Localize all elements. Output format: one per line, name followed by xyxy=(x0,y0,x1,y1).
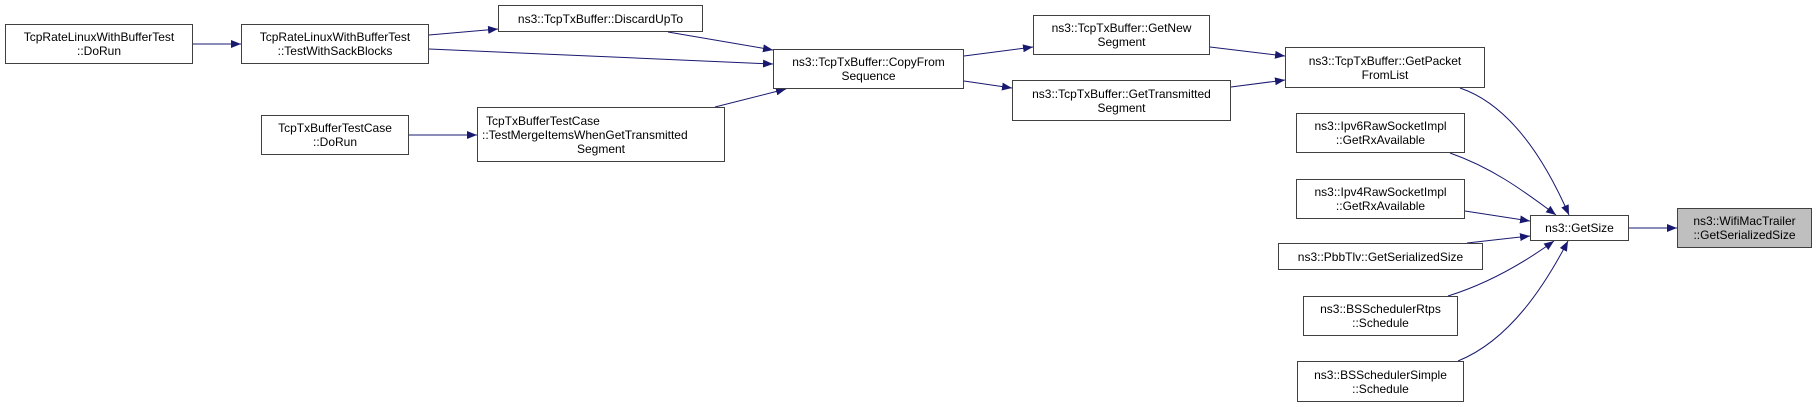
edge-merge-to-copyfrom xyxy=(714,87,787,108)
node-label: ::Schedule xyxy=(1352,316,1409,330)
node-label: ns3::PbbTlv::GetSerializedSize xyxy=(1297,249,1464,264)
node-test-merge-items[interactable]: TcpTxBufferTestCase ::TestMergeItemsWhen… xyxy=(477,107,725,162)
edge-copyfrom-to-getnew xyxy=(963,44,1034,57)
node-ipv4-get-rx-available[interactable]: ns3::Ipv4RawSocketImpl ::GetRxAvailable xyxy=(1296,179,1465,219)
edge-rtps-to-getsize xyxy=(1447,240,1555,297)
node-label: TcpTxBufferTestCase xyxy=(278,121,392,135)
node-label: ns3::WifiMacTrailer xyxy=(1693,214,1796,228)
node-label: Segment xyxy=(576,141,626,156)
node-label: Segment xyxy=(1097,35,1146,49)
edge-simple-to-getsize xyxy=(1457,240,1569,362)
node-label: ns3::TcpTxBuffer::GetPacket xyxy=(1308,53,1462,68)
node-label: ns3::TcpTxBuffer::CopyFrom xyxy=(792,55,945,69)
edge-ipv6-to-getsize xyxy=(1449,152,1557,216)
node-rate-test-with-sack-blocks[interactable]: TcpRateLinuxWithBufferTest ::TestWithSac… xyxy=(241,24,429,64)
node-label: TcpRateLinuxWithBufferTest xyxy=(259,30,411,44)
node-copy-from-sequence[interactable]: ns3::TcpTxBuffer::CopyFrom Sequence xyxy=(773,49,964,89)
node-bs-scheduler-simple-schedule[interactable]: ns3::BSSchedulerSimple ::Schedule xyxy=(1297,361,1464,402)
node-bs-scheduler-rtps-schedule[interactable]: ns3::BSSchedulerRtps ::Schedule xyxy=(1303,296,1458,336)
node-label: ::DoRun xyxy=(312,135,358,149)
node-label: ::DoRun xyxy=(76,44,122,58)
edge-rate-sack-to-discard xyxy=(428,25,499,36)
node-wifi-mac-trailer-get-serialized-size: ns3::WifiMacTrailer ::GetSerializedSize xyxy=(1677,208,1812,248)
node-txbuffer-testcase-dorun[interactable]: TcpTxBufferTestCase ::DoRun xyxy=(261,115,409,155)
node-label: Sequence xyxy=(841,69,896,83)
node-label: ns3::BSSchedulerSimple xyxy=(1314,367,1447,382)
node-pbbtlv-get-serialized-size[interactable]: ns3::PbbTlv::GetSerializedSize xyxy=(1278,243,1483,270)
node-label: ns3::GetSize xyxy=(1545,221,1614,235)
node-discard-up-to[interactable]: ns3::TcpTxBuffer::DiscardUpTo xyxy=(498,5,703,32)
node-label: ::TestWithSackBlocks xyxy=(277,44,393,58)
node-get-new-segment[interactable]: ns3::TcpTxBuffer::GetNew Segment xyxy=(1033,15,1210,55)
edge-getnew-to-getpacket xyxy=(1209,46,1286,59)
node-label: Segment xyxy=(1097,100,1146,115)
node-label: TcpTxBufferTestCase xyxy=(486,113,600,128)
node-label: ns3::Ipv6RawSocketImpl xyxy=(1314,119,1447,133)
node-label: ns3::TcpTxBuffer::GetNew xyxy=(1051,21,1192,35)
node-label: FromList xyxy=(1361,67,1409,82)
node-get-transmitted-segment[interactable]: ns3::TcpTxBuffer::GetTransmitted Segment xyxy=(1012,80,1231,121)
node-get-packet-from-list[interactable]: ns3::TcpTxBuffer::GetPacket FromList xyxy=(1285,47,1485,88)
node-label: ::Schedule xyxy=(1352,381,1409,396)
node-ipv6-get-rx-available[interactable]: ns3::Ipv6RawSocketImpl ::GetRxAvailable xyxy=(1296,113,1465,153)
edge-gettx-to-getpacket xyxy=(1230,77,1286,88)
node-label: ::TestMergeItemsWhenGetTransmitted xyxy=(482,127,688,142)
node-label: ::GetRxAvailable xyxy=(1335,133,1426,147)
node-label: ns3::Ipv4RawSocketImpl xyxy=(1314,185,1447,199)
node-rate-dorun[interactable]: TcpRateLinuxWithBufferTest ::DoRun xyxy=(5,24,193,64)
node-get-size[interactable]: ns3::GetSize xyxy=(1530,215,1629,241)
edge-rate-sack-to-copyfrom xyxy=(428,48,774,68)
edge-ipv4-to-getsize xyxy=(1464,210,1531,224)
edge-pbbtlv-to-getsize xyxy=(1466,233,1531,244)
edge-getpacket-to-getsize xyxy=(1459,87,1570,216)
node-label: ns3::TcpTxBuffer::DiscardUpTo xyxy=(517,11,684,26)
node-label: ::GetRxAvailable xyxy=(1335,199,1426,213)
edge-discard-to-copyfrom xyxy=(667,31,774,53)
node-label: ns3::BSSchedulerRtps xyxy=(1320,302,1441,316)
edge-copyfrom-to-gettx xyxy=(963,80,1013,91)
node-label: TcpRateLinuxWithBufferTest xyxy=(23,30,175,44)
node-label: ns3::TcpTxBuffer::GetTransmitted xyxy=(1032,86,1211,101)
node-label: ::GetSerializedSize xyxy=(1693,228,1796,242)
